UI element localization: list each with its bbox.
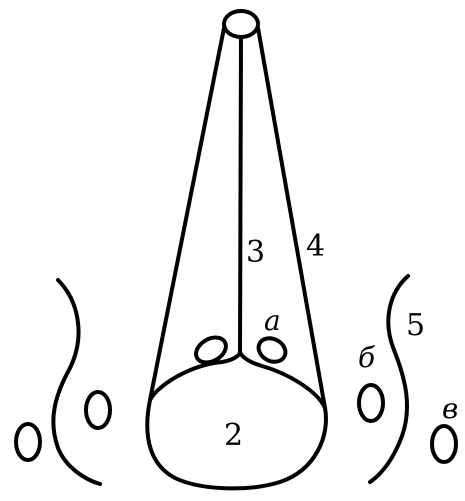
label-a: a: [264, 304, 281, 337]
cone-right-edge: [258, 28, 325, 408]
label-2: 2: [224, 418, 243, 453]
apex-circle: [224, 11, 258, 37]
label-v: в: [442, 392, 458, 425]
right-oval-inner: [359, 385, 383, 421]
label-5: 5: [406, 308, 425, 343]
central-line: [240, 37, 241, 352]
label-3: 3: [246, 235, 265, 270]
right-bracket-curve: [370, 276, 408, 482]
right-oval-outer: [432, 426, 456, 462]
label-b: б: [358, 341, 376, 374]
left-oval-inner: [86, 392, 110, 428]
left-bracket-curve: [53, 280, 100, 484]
left-oval-outer: [16, 424, 40, 460]
label-4: 4: [306, 229, 325, 264]
inner-oval-right: [254, 334, 289, 367]
cone-left-edge: [150, 28, 224, 400]
